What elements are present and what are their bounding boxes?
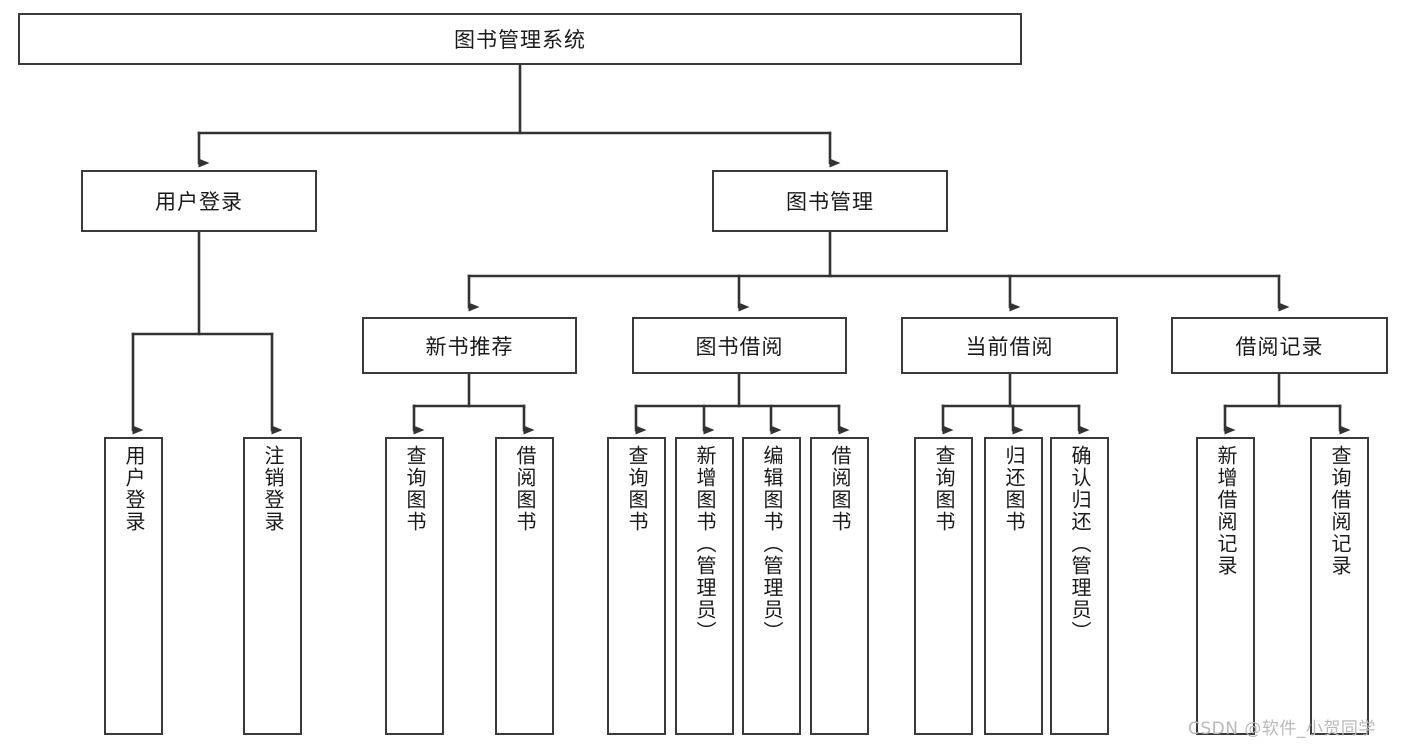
node-leaf-query-book-2-label: 查询图书 — [625, 445, 649, 533]
node-user-login-label: 用户登录 — [155, 190, 243, 214]
node-leaf-add-record[interactable]: 新增借阅记录 — [1196, 437, 1255, 735]
node-leaf-query-record[interactable]: 查询借阅记录 — [1310, 437, 1369, 735]
node-book-management[interactable]: 图书管理 — [712, 170, 948, 232]
node-leaf-edit-book[interactable]: 编辑图书（管理员） — [742, 437, 801, 735]
node-borrow-record-label: 借阅记录 — [1235, 334, 1324, 359]
node-leaf-user-login-label: 用户登录 — [122, 445, 146, 533]
node-leaf-confirm-return[interactable]: 确认归还（管理员） — [1050, 437, 1109, 735]
node-leaf-add-record-label: 新增借阅记录 — [1214, 445, 1238, 577]
node-leaf-query-book-1-label: 查询图书 — [403, 445, 427, 533]
node-book-borrow[interactable]: 图书借阅 — [632, 317, 847, 374]
node-leaf-query-record-label: 查询借阅记录 — [1328, 445, 1352, 577]
node-borrow-record[interactable]: 借阅记录 — [1171, 317, 1388, 374]
node-leaf-query-book-3-label: 查询图书 — [932, 445, 956, 533]
node-leaf-confirm-return-label: 确认归还（管理员） — [1068, 445, 1092, 643]
node-leaf-query-book-3[interactable]: 查询图书 — [914, 437, 973, 735]
node-leaf-borrow-book-2[interactable]: 借阅图书 — [810, 437, 869, 735]
node-root[interactable]: 图书管理系统 — [18, 13, 1022, 65]
node-leaf-borrow-book-1[interactable]: 借阅图书 — [495, 437, 554, 735]
watermark-text: CSDN @软件_小贺同学 — [1188, 719, 1376, 739]
node-leaf-logout-login-label: 注销登录 — [261, 445, 285, 533]
node-leaf-query-book-1[interactable]: 查询图书 — [385, 437, 444, 735]
node-new-book-recommend[interactable]: 新书推荐 — [362, 317, 577, 374]
node-book-borrow-label: 图书借阅 — [695, 334, 784, 359]
node-leaf-return-book[interactable]: 归还图书 — [984, 437, 1043, 735]
node-current-borrow-label: 当前借阅 — [965, 334, 1054, 359]
node-leaf-add-book-label: 新增图书（管理员） — [693, 445, 717, 643]
node-leaf-borrow-book-2-label: 借阅图书 — [828, 445, 852, 533]
node-user-login[interactable]: 用户登录 — [81, 170, 317, 232]
node-current-borrow[interactable]: 当前借阅 — [901, 317, 1118, 374]
node-book-management-label: 图书管理 — [786, 190, 874, 214]
node-leaf-user-login[interactable]: 用户登录 — [104, 437, 163, 735]
node-leaf-return-book-label: 归还图书 — [1002, 445, 1026, 533]
node-new-book-recommend-label: 新书推荐 — [425, 334, 514, 359]
node-leaf-edit-book-label: 编辑图书（管理员） — [760, 445, 784, 643]
node-leaf-borrow-book-1-label: 借阅图书 — [513, 445, 537, 533]
node-root-label: 图书管理系统 — [454, 28, 586, 52]
node-leaf-query-book-2[interactable]: 查询图书 — [607, 437, 666, 735]
node-leaf-add-book[interactable]: 新增图书（管理员） — [675, 437, 734, 735]
node-leaf-logout-login[interactable]: 注销登录 — [243, 437, 302, 735]
